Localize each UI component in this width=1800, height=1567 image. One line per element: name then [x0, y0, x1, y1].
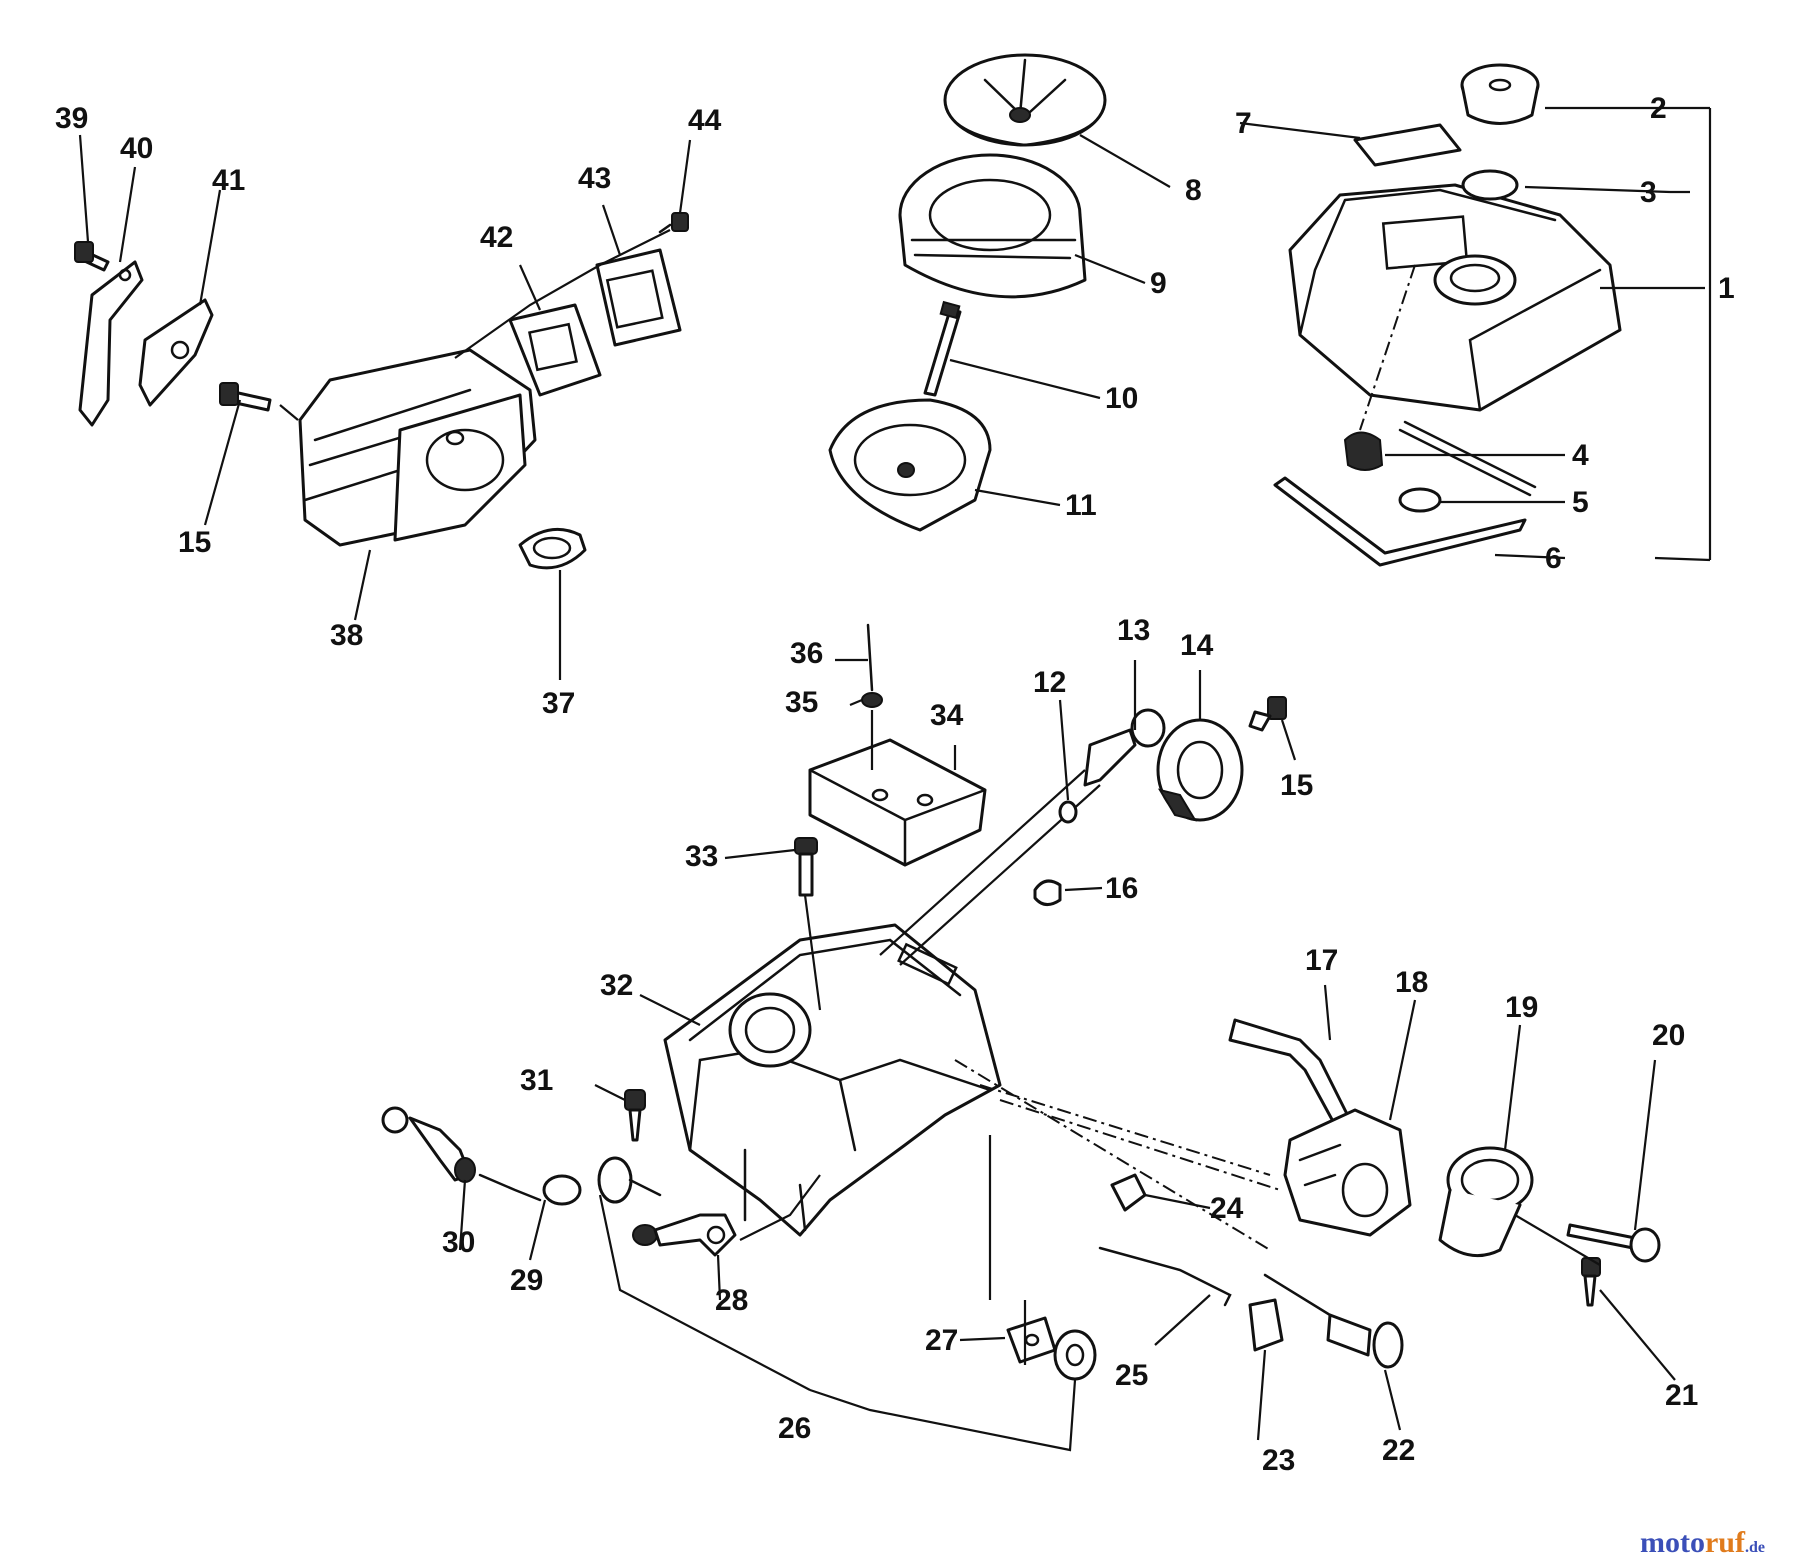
intake-19 [1438, 1146, 1534, 1258]
callout-39: 39 [55, 102, 88, 135]
muffler-gasket-42 [508, 303, 602, 397]
callout-35: 35 [785, 686, 818, 719]
callout-7: 7 [1235, 107, 1252, 140]
callout-15b: 15 [1280, 769, 1313, 802]
screw-21 [1581, 1257, 1601, 1307]
plug-16 [1033, 879, 1062, 906]
cap [1460, 63, 1540, 125]
switch-30 [381, 1106, 476, 1183]
watermark-part2: ruf [1705, 1526, 1746, 1559]
callout-21: 21 [1665, 1379, 1698, 1412]
callout-29: 29 [510, 1264, 543, 1297]
callout-41: 41 [212, 164, 245, 197]
watermark-part3: .de [1745, 1539, 1765, 1556]
callout-6: 6 [1545, 542, 1562, 575]
callout-13: 13 [1117, 614, 1150, 647]
o-ring-12 [1058, 800, 1078, 824]
plug [1343, 431, 1384, 471]
grommet-23 [1248, 1298, 1284, 1352]
callout-34: 34 [930, 699, 964, 732]
pin-36 [866, 623, 874, 692]
callout-27: 27 [925, 1324, 958, 1357]
bolt-20 [1566, 1223, 1661, 1263]
callout-32: 32 [600, 969, 633, 1002]
callout-10: 10 [1105, 382, 1138, 415]
callout-17: 17 [1305, 944, 1338, 977]
callout-11: 11 [1065, 489, 1097, 522]
leader-lines [78, 106, 1712, 1452]
cable-29 [478, 1173, 582, 1206]
filter-element [898, 153, 1087, 299]
callout-30: 30 [442, 1226, 475, 1259]
callout-2: 2 [1650, 92, 1667, 125]
choke-rod-25 [1098, 1246, 1232, 1307]
clutch-14 [1156, 718, 1244, 822]
callout-28: 28 [715, 1284, 748, 1317]
callout-44: 44 [688, 104, 722, 137]
filter-cover [943, 53, 1107, 147]
valve-26 [597, 1156, 662, 1204]
stud [923, 300, 962, 397]
callout-16: 16 [1105, 872, 1138, 905]
callout-19: 19 [1505, 991, 1538, 1024]
cap-27 [1006, 1316, 1057, 1364]
nut-35 [861, 692, 883, 708]
carburetor-18 [1283, 1108, 1412, 1237]
callout-42: 42 [480, 221, 513, 254]
plate-41 [138, 298, 214, 407]
fuel-hose-17 [1228, 1018, 1352, 1127]
lever-28 [632, 1213, 737, 1257]
callout-43: 43 [578, 162, 611, 195]
callout-1: 1 [1718, 272, 1735, 305]
watermark-part1: moto [1640, 1526, 1705, 1559]
callout-18: 18 [1395, 966, 1428, 999]
callout-20: 20 [1652, 1019, 1685, 1052]
callout-24: 24 [1210, 1192, 1244, 1225]
callout-40: 40 [120, 132, 153, 165]
screw-39 [74, 241, 110, 272]
callout-37: 37 [542, 687, 575, 720]
o-ring-3 [1461, 169, 1519, 201]
screw-31 [624, 1089, 646, 1142]
screw-15b [1248, 696, 1287, 732]
callout-8: 8 [1185, 174, 1202, 207]
cushion-34 [808, 738, 987, 867]
screw-44 [658, 212, 689, 234]
callout-9: 9 [1150, 267, 1167, 300]
callout-38: 38 [330, 619, 363, 652]
callout-33: 33 [685, 840, 718, 873]
bracket-40 [78, 260, 144, 427]
washer-26b [1053, 1329, 1097, 1381]
callout-3: 3 [1640, 176, 1657, 209]
choke-knob-22 [1263, 1273, 1404, 1369]
crankcase [663, 923, 1002, 1237]
tank-cover [1288, 183, 1622, 412]
o-ring-5 [1398, 487, 1442, 513]
callout-14: 14 [1180, 629, 1214, 662]
callout-23: 23 [1262, 1444, 1295, 1477]
muffler [298, 348, 537, 547]
callout-15a: 15 [178, 526, 211, 559]
muffler-gasket-43 [595, 248, 682, 347]
gasket-37 [518, 527, 587, 570]
callout-5: 5 [1572, 486, 1589, 519]
nut-24 [1110, 1173, 1147, 1212]
callout-26: 26 [778, 1412, 811, 1445]
gasket-6 [1273, 476, 1527, 567]
callout-22: 22 [1382, 1434, 1415, 1467]
callout-4: 4 [1572, 439, 1589, 472]
watermark-logo: motoruf.de [1640, 1526, 1765, 1559]
callout-36: 36 [790, 637, 823, 670]
bolt-15 [219, 382, 272, 412]
label-plate [1353, 123, 1462, 167]
callout-12: 12 [1033, 666, 1066, 699]
callout-25: 25 [1115, 1359, 1148, 1392]
filter-base [828, 398, 992, 532]
screw-33 [794, 837, 818, 897]
bolt-13 [1083, 708, 1166, 787]
seal-strip [1398, 420, 1537, 497]
callout-31: 31 [520, 1064, 553, 1097]
